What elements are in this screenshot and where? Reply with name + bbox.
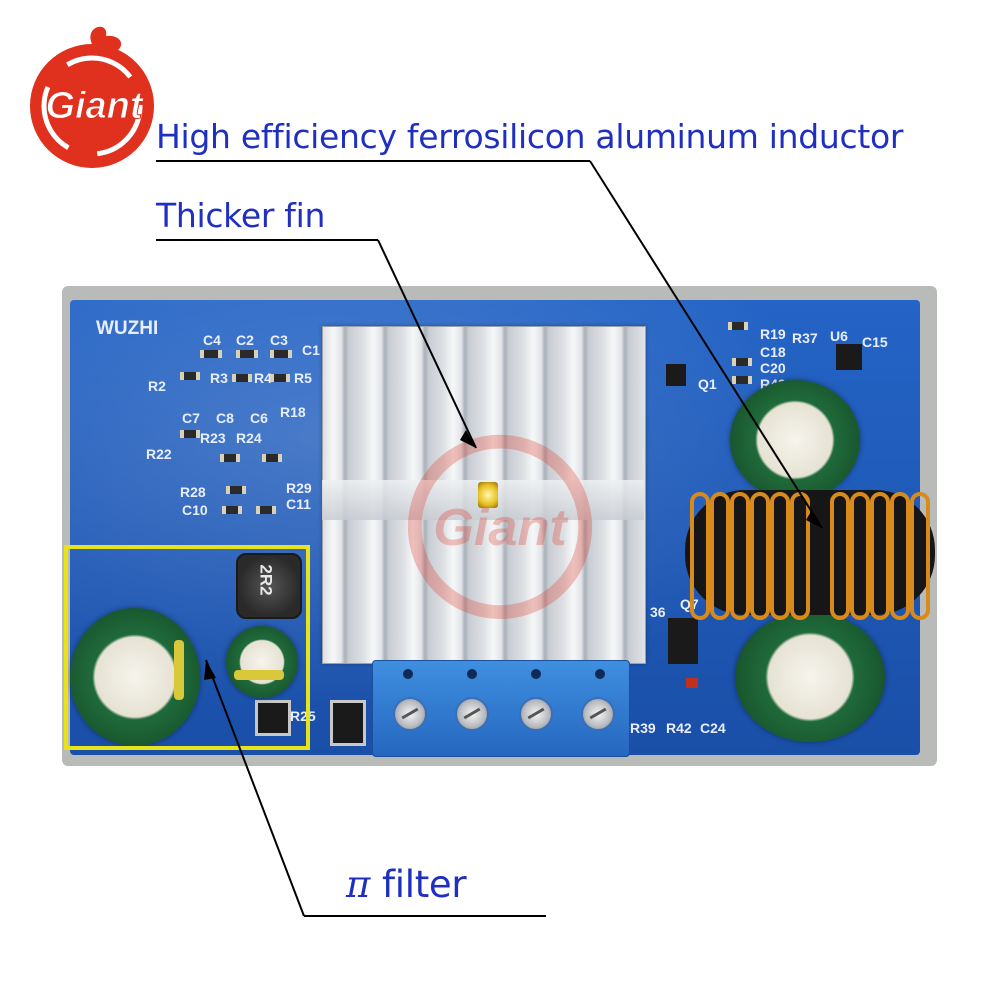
silk-label: C15 [862,334,888,350]
silk-label: Q7 [680,596,699,612]
smd-component [220,454,240,462]
capacitor-polarity-stripe [234,670,284,680]
silk-label: C10 [182,502,208,518]
copper-winding [710,492,730,620]
fin-leader-line [377,239,477,449]
filter-arrowhead [204,660,216,680]
silk-label: C7 [182,410,200,426]
diode [330,700,366,746]
silk-label: C8 [216,410,234,426]
silk-label: U6 [830,328,848,344]
silk-label: C2 [236,332,254,348]
smd-component [270,350,292,358]
copper-winding [910,492,930,620]
silk-label: 36 [650,604,666,620]
silk-label: R5 [294,370,312,386]
silk-label: C3 [270,332,288,348]
electrolytic-capacitor [730,380,860,500]
silk-label: C18 [760,344,786,360]
terminal-hole [595,669,605,679]
copper-winding [830,492,850,620]
ic-chip [836,344,862,370]
svg-text:Giant: Giant [45,85,143,127]
silk-label: R42 [666,720,692,736]
screw-terminal-block [372,660,630,757]
smd-inductor [236,553,302,619]
silk-label: R3 [210,370,228,386]
copper-winding [770,492,790,620]
smd-component [262,454,282,462]
smd-component [180,372,200,380]
silk-label: C4 [203,332,221,348]
svg-text:Giant: Giant [433,499,569,557]
smd-component [226,486,246,494]
copper-winding [870,492,890,620]
smd-component [686,678,698,688]
copper-winding [890,492,910,620]
silk-label: R39 [630,720,656,736]
inductor-leader-line [589,160,823,529]
smd-component [270,374,290,382]
terminal-screw [393,697,427,731]
silk-label: R23 [200,430,226,446]
silk-label: C1 [302,342,320,358]
board-brand: WUZHI [96,318,159,339]
diode [255,700,291,736]
smd-component [222,506,242,514]
copper-winding [750,492,770,620]
silk-label: C6 [250,410,268,426]
copper-winding [690,492,710,620]
terminal-screw [519,697,553,731]
terminal-screw [581,697,615,731]
transistor [668,618,698,664]
terminal-screw [455,697,489,731]
smd-component [728,322,748,330]
fin-annotation-label: Thicker fin [156,196,326,235]
silk-label: R29 [286,480,312,496]
silk-label: C24 [700,720,726,736]
terminal-hole [531,669,541,679]
smd-component [732,358,752,366]
giant-logo: Giant [30,26,154,168]
inductor-annotation-label: High efficiency ferrosilicon aluminum in… [156,117,904,156]
smd-component [236,350,258,358]
pi-filter-highlight-box [64,545,310,750]
copper-winding [850,492,870,620]
silk-label: R4 [254,370,272,386]
silk-label: R2 [148,378,166,394]
transistor [666,364,686,386]
silk-label: C20 [760,360,786,376]
inductor-arrowhead [806,510,822,528]
smd-component [200,350,222,358]
terminal-hole [403,669,413,679]
silk-label: C11 [286,496,311,512]
silk-label: R28 [180,484,206,500]
smd-component [180,430,200,438]
filter-leader-line [205,659,305,917]
led-indicator [478,482,498,508]
silk-label: Q1 [698,376,717,392]
silk-label: R24 [236,430,262,446]
silk-label: R18 [280,404,306,420]
smd-component [256,506,276,514]
smd-component [232,374,252,382]
copper-winding [730,492,750,620]
filter-word: filter [382,863,467,906]
silk-label: R22 [146,446,172,462]
pi-symbol: π [346,863,371,906]
giant-watermark: Giant [407,434,593,619]
terminal-hole [467,669,477,679]
smd-component [732,376,752,384]
capacitor-polarity-stripe [174,640,184,700]
electrolytic-capacitor [735,612,885,742]
electrolytic-capacitor [226,626,298,698]
fin-arrowhead [460,430,476,448]
silk-label: R19 [760,326,786,342]
silk-label: R37 [792,330,818,346]
